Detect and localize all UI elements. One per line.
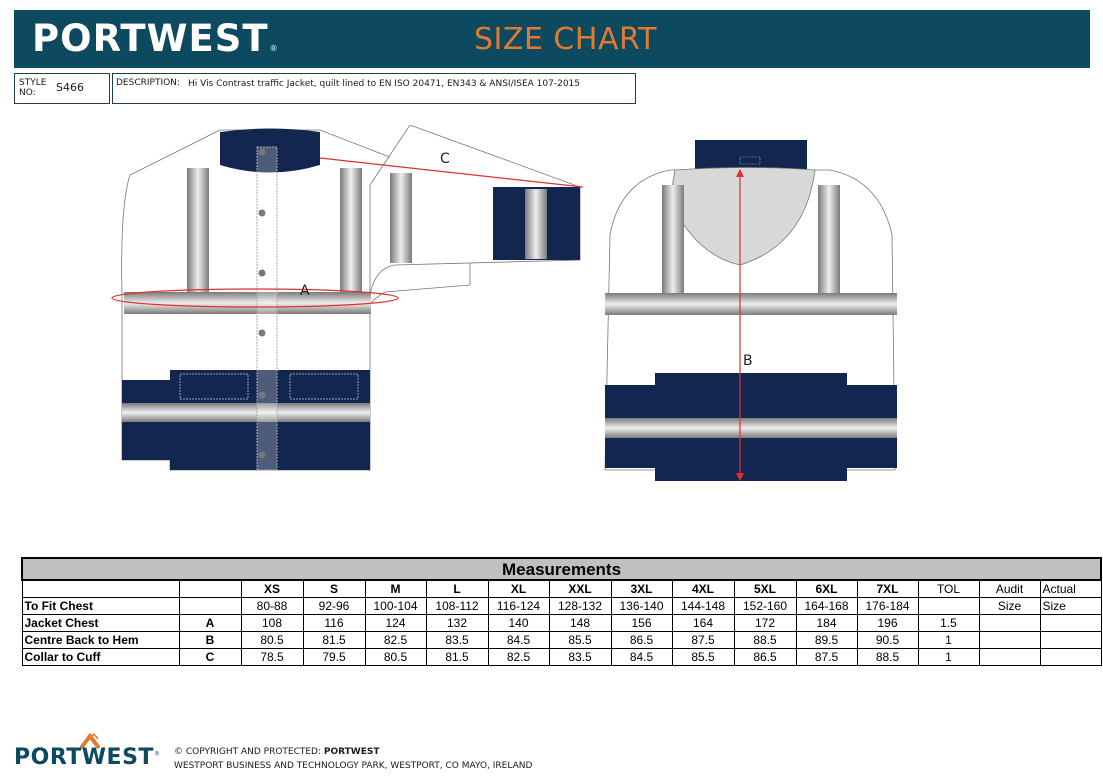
description-label: DESCRIPTION: [116,78,180,88]
tol-header: TOL [917,579,980,598]
audit-cell [978,648,1041,666]
back-jacket-diagram: B [604,140,897,481]
actual-cell [1039,614,1102,632]
label-c: C [440,151,450,167]
size-header: 5XL [733,579,797,598]
description-text: Hi Vis Contrast traffic Jacket, quilt li… [188,79,580,89]
style-number-box: STYLE NO: S466 [14,73,110,104]
footer-portwest-logo: PORTWEST® [14,745,161,770]
audit-header: Audit [978,579,1041,598]
audit-header-2: Size [978,597,1041,615]
table-title-row: Measurements [20,557,1103,581]
actual-header-2: Size [1039,597,1102,615]
actual-cell [1039,648,1102,666]
portwest-peak-icon [80,733,101,749]
front-jacket-diagram: A C [111,125,584,471]
footer-copyright: © COPYRIGHT AND PROTECTED: PORTWEST WEST… [174,747,533,771]
page-title: SIZE CHART [474,22,657,57]
size-header: XXL [548,579,612,598]
size-header: L [425,579,489,598]
measurements-table: Measurements XS S M L XL XXL 3XL 4XL 5XL… [20,557,1103,666]
header-bar: PORTWEST® SIZE CHART [14,10,1090,68]
actual-cell [1039,631,1102,649]
size-header-row: XS S M L XL XXL 3XL 4XL 5XL 6XL 7XL TOL … [21,579,1102,598]
size-header: 3XL [610,579,673,598]
portwest-logo: PORTWEST® [32,17,279,60]
size-header: S [302,579,366,598]
size-header: 6XL [795,579,858,598]
style-label: STYLE NO: [19,78,47,98]
label-a: A [300,283,310,299]
table-title: Measurements [20,557,1103,581]
size-header: M [364,579,427,598]
size-header: XL [487,579,550,598]
size-header: XS [240,579,304,598]
size-header: 4XL [671,579,735,598]
size-header: 7XL [856,579,919,598]
audit-cell [978,614,1041,632]
style-number: S466 [56,81,84,94]
actual-header: Actual [1039,579,1102,598]
description-box: DESCRIPTION: Hi Vis Contrast traffic Jac… [112,73,636,104]
label-b: B [743,353,753,369]
footer-address: WESTPORT BUSINESS AND TECHNOLOGY PARK, W… [174,761,533,771]
audit-cell [978,631,1041,649]
